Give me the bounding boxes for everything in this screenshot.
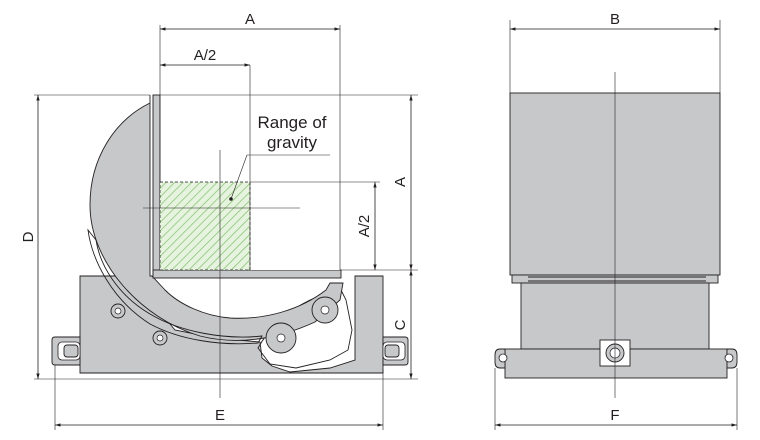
dim-f-label: F <box>610 407 619 424</box>
gravity-range-area <box>159 181 251 271</box>
roller-left-upper <box>110 303 126 319</box>
dim-a-top-label: A <box>245 11 255 28</box>
dim-b-label: B <box>610 11 620 28</box>
roller-right-large <box>265 322 297 354</box>
dim-a-half-side-label: A/2 <box>356 215 373 238</box>
dim-d-label: D <box>20 231 37 242</box>
cradle-arc <box>89 95 344 341</box>
side-view: Range of gravity A A/2 A A/2 C D E <box>20 11 418 430</box>
range-of-label: Range of <box>258 113 327 132</box>
gravity-leader <box>230 154 248 200</box>
front-view: B F <box>494 11 738 430</box>
foot-right <box>382 336 409 366</box>
cradle-outer <box>87 228 263 345</box>
dim-c-label: C <box>392 319 409 330</box>
cradle-plate <box>152 94 161 276</box>
roller-right-upper <box>311 296 339 324</box>
roller-left-lower <box>152 330 168 346</box>
cradle-floor <box>152 269 342 279</box>
dim-a-half-top-label: A/2 <box>194 47 217 64</box>
dim-a-side-label: A <box>392 177 409 187</box>
foot-left <box>51 336 81 366</box>
gravity-label: gravity <box>267 133 318 152</box>
dim-e-label: E <box>215 407 225 424</box>
